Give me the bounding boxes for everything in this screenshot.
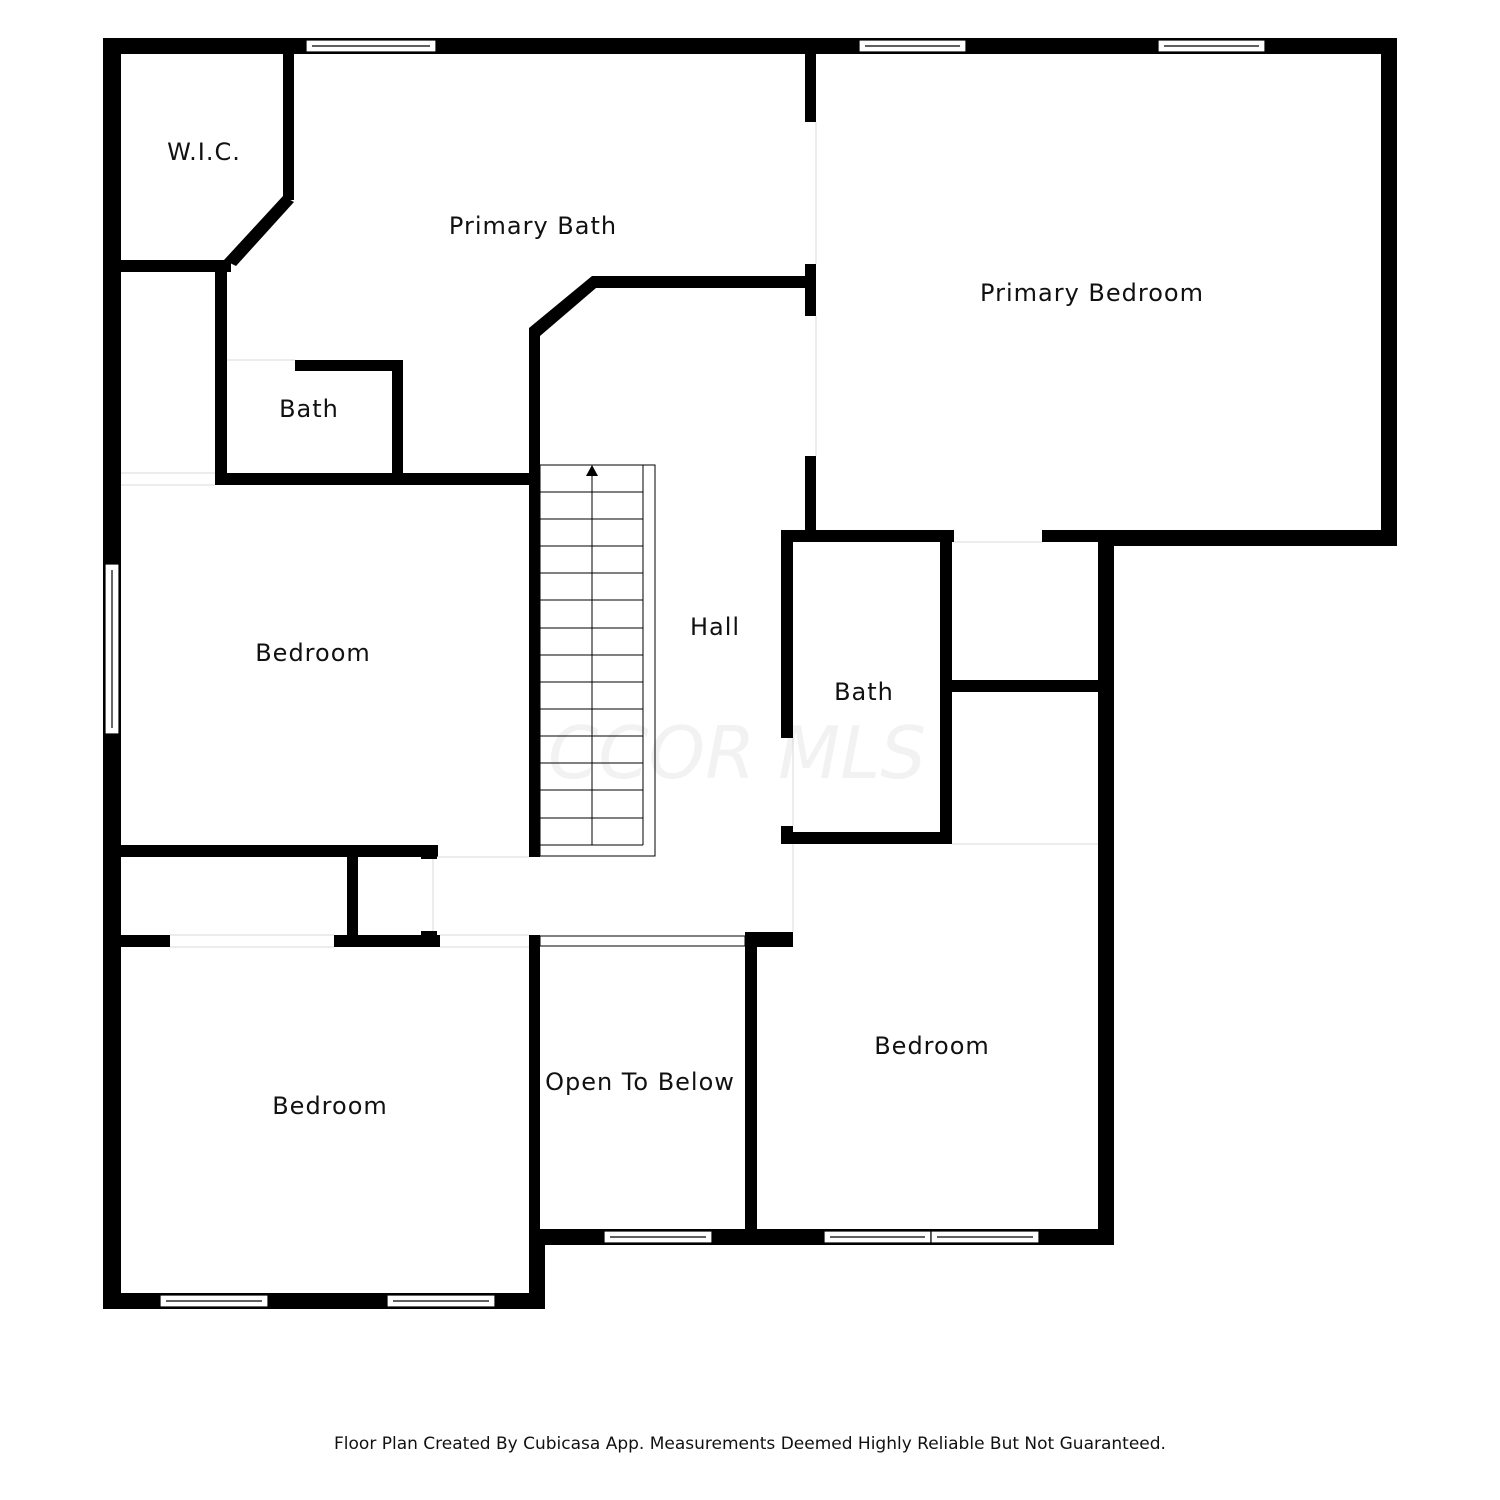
window-top-1 <box>305 39 437 53</box>
openings <box>121 122 1098 948</box>
watermark: CCOR MLS <box>548 711 926 795</box>
label-bedroom-left: Bedroom <box>255 639 371 667</box>
label-hall: Hall <box>690 613 740 641</box>
label-primary-bath: Primary Bath <box>449 212 617 240</box>
window-bottom-left-2 <box>386 1294 496 1308</box>
window-bottom-left-1 <box>159 1294 269 1308</box>
label-bath-2: Bath <box>834 678 894 706</box>
window-bottom-right-1 <box>823 1230 932 1244</box>
wall-bath1-right <box>392 360 403 485</box>
wall-closet-right-divider <box>940 680 1114 692</box>
room-labels: W.I.C. Primary Bath Primary Bedroom Bath… <box>167 138 1204 1120</box>
wall-wic-bottom <box>121 260 231 272</box>
label-bedroom-bottom-right: Bedroom <box>874 1032 990 1060</box>
wall-bath2-bottom <box>781 832 952 844</box>
wall-bedroom-left-bottom <box>103 845 438 857</box>
wall-primary-bedroom-bottom-mid <box>1042 530 1112 542</box>
footer-disclaimer: Floor Plan Created By Cubicasa App. Meas… <box>334 1434 1166 1454</box>
label-wic: W.I.C. <box>167 138 241 166</box>
wall-hall-left <box>529 328 540 857</box>
wall-primary-bedroom-bottom-left <box>781 530 954 542</box>
wall-primary-bedroom-bottom <box>1098 530 1397 546</box>
open-to-below-rail <box>539 935 746 947</box>
staircase <box>539 464 656 857</box>
label-bath-1: Bath <box>279 395 339 423</box>
wall-outer-right-top <box>1381 38 1397 546</box>
window-bottom-right-2 <box>930 1230 1040 1244</box>
wall-step-vertical <box>529 1229 545 1309</box>
window-top-2 <box>858 39 967 53</box>
wall-outer-right-lower <box>1098 530 1114 1245</box>
wall-closet-bottom-left <box>103 935 170 947</box>
wall-otb-top-right <box>745 932 793 947</box>
wall-bath2-left-top <box>781 530 793 738</box>
wall-closet-right-stub-1 <box>421 845 437 859</box>
wall-otb-right <box>745 935 757 1245</box>
label-primary-bedroom: Primary Bedroom <box>980 279 1204 307</box>
windows <box>104 39 1266 1308</box>
label-bedroom-bottom-left: Bedroom <box>272 1092 388 1120</box>
wall-closet-mid <box>347 845 358 947</box>
wall-wic-diagonal <box>224 196 294 266</box>
wall-primary-divider-3 <box>805 456 816 542</box>
wall-bath-hall-top <box>592 276 816 288</box>
wall-bath-hall-diagonal <box>529 276 596 336</box>
label-open-to-below: Open To Below <box>545 1068 735 1096</box>
window-top-3 <box>1157 39 1266 53</box>
wall-primary-divider-2 <box>805 264 816 316</box>
wall-bath1-top <box>295 360 403 371</box>
stair-arrow-icon <box>586 465 598 476</box>
wall-bath1-bottom <box>215 473 540 485</box>
wall-otb-left <box>529 935 540 1245</box>
window-left <box>104 563 120 735</box>
wall-closet-bottom-right <box>334 935 440 947</box>
wall-closet-right-stub-2 <box>421 931 437 947</box>
wall-closet-right <box>215 260 227 485</box>
wall-primary-divider-1 <box>805 54 816 122</box>
window-bottom-otb <box>603 1230 713 1244</box>
wall-wic-right <box>283 54 294 200</box>
